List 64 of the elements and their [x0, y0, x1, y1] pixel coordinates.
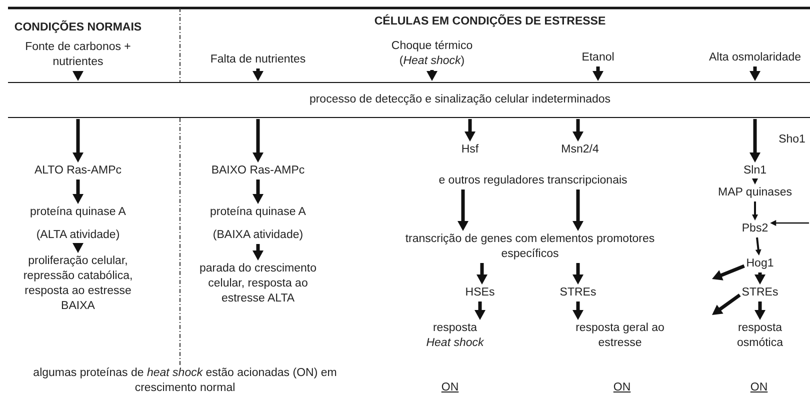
node-text: e outros reguladores transcripcionais	[438, 174, 628, 188]
arrow	[752, 202, 758, 220]
label-text: ON	[441, 380, 459, 396]
node-text: Sho1	[778, 132, 806, 148]
node-text: STREs	[742, 286, 778, 300]
arrow	[754, 272, 766, 284]
node-text: (BAIXA atividade)	[212, 228, 304, 243]
arrow	[750, 119, 760, 162]
arrow	[72, 243, 84, 253]
label-text: ON	[613, 380, 631, 396]
node-text: resposta Heat shock	[420, 321, 490, 351]
node-text: Choque térmico (Heat shock)	[382, 39, 482, 69]
arrow	[252, 119, 264, 162]
arrow	[252, 180, 264, 204]
node-text: Sln1	[743, 164, 767, 178]
node-text: proteína quinase A	[210, 205, 306, 220]
node-text: Falta de nutrientes	[210, 52, 306, 68]
heading: CÉLULAS EM CONDIÇÕES DE ESTRESSE	[374, 14, 606, 30]
arrow	[712, 264, 745, 280]
node-text: STREs	[560, 286, 596, 300]
arrow	[592, 66, 604, 81]
arrow	[252, 68, 264, 81]
arrow	[755, 237, 762, 256]
node-text: Hsf	[461, 142, 479, 158]
arrow	[474, 302, 486, 320]
arrow	[752, 178, 758, 184]
label-text: ON	[750, 380, 768, 396]
arrow	[72, 71, 84, 81]
node-text: proliferação celular, repressão catabólica, resposta ao estresse BAIXA	[13, 254, 143, 314]
label-text: algumas proteínas de heat shock estão acionadas (ON) em crescimento normal	[32, 366, 338, 396]
arrow	[572, 119, 584, 142]
arrow	[252, 244, 264, 260]
heading: CONDIÇÕES NORMAIS	[14, 20, 142, 36]
node-text: parada do crescimento celular, resposta ao estresse ALTA	[196, 262, 320, 306]
arrow	[72, 119, 84, 162]
node-text: Fonte de carbonos + nutrientes	[23, 40, 133, 70]
node-text: proteína quinase A	[30, 205, 126, 220]
arrow	[572, 190, 584, 231]
arrow	[464, 119, 476, 142]
arrow	[426, 70, 438, 81]
node-text: Alta osmolaridade	[708, 50, 802, 66]
node-text: Hog1	[746, 256, 774, 272]
arrow	[750, 66, 760, 81]
node-text: Etanol	[582, 50, 614, 66]
node-text: (ALTA atividade)	[35, 228, 121, 243]
arrow	[770, 220, 809, 226]
node-text: resposta geral ao estresse	[575, 321, 665, 351]
node-text: resposta osmótica	[725, 321, 795, 351]
node-text: Pbs2	[742, 222, 768, 236]
node-text: HSEs	[465, 286, 495, 300]
arrow	[572, 263, 584, 284]
node-text: ALTO Ras-AMPc	[34, 164, 122, 178]
node-text: transcrição de genes com elementos promotores específicos	[385, 232, 675, 262]
band-text: processo de detecção e sinalização celular indeterminados	[309, 92, 611, 108]
node-text: Msn2/4	[561, 142, 599, 158]
band	[8, 82, 810, 118]
arrow	[712, 294, 741, 315]
node-text: BAIXO Ras-AMPc	[211, 164, 305, 178]
arrow	[572, 302, 584, 320]
arrow	[72, 180, 84, 204]
arrow	[476, 263, 488, 284]
arrow	[458, 190, 468, 231]
node-text: MAP quinases	[718, 186, 792, 200]
arrow	[754, 302, 766, 320]
